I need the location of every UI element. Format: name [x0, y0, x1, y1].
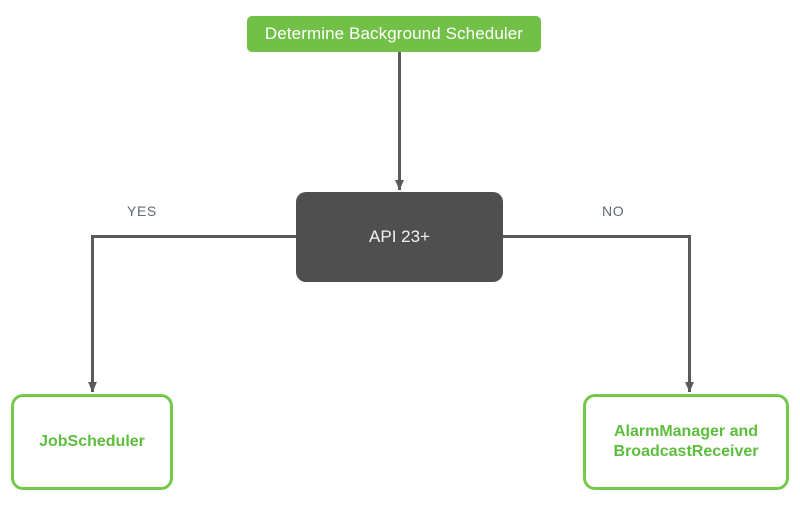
edge-label-no: NO	[602, 203, 625, 219]
node-determine-background-scheduler[interactable]: Determine Background Scheduler	[247, 16, 541, 52]
node-jobscheduler[interactable]: JobScheduler	[11, 394, 173, 490]
node-alarmmanager-broadcastreceiver[interactable]: AlarmManager and BroadcastReceiver	[583, 394, 789, 490]
node-alarmmanager-line1: AlarmManager and	[613, 423, 759, 441]
edge-label-yes: YES	[127, 203, 157, 219]
node-alarmmanager-text: AlarmManager and BroadcastReceiver	[614, 422, 759, 461]
node-alarmmanager-line2: BroadcastReceiver	[613, 443, 759, 460]
connector-decision-to-alarmmanager	[503, 235, 694, 393]
node-api-23-plus-decision[interactable]: API 23+	[296, 192, 503, 282]
connector-decision-to-jobscheduler	[88, 235, 296, 393]
